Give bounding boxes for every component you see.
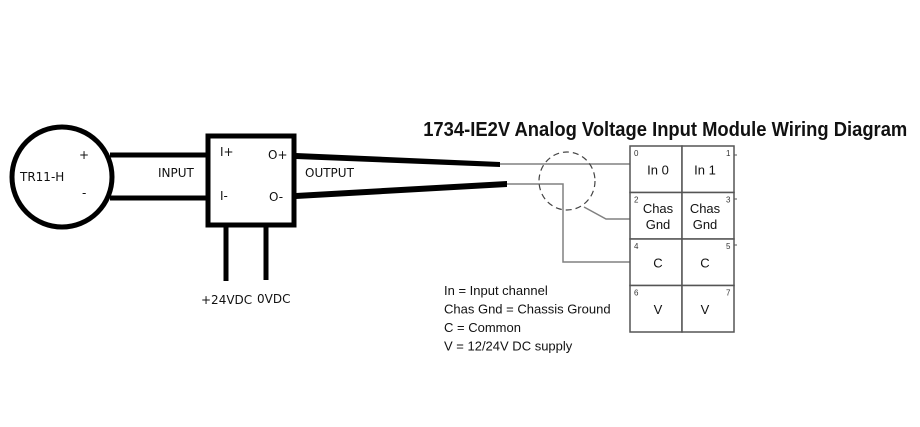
- input-label: INPUT: [158, 166, 195, 180]
- terminal-number: 0: [634, 149, 639, 158]
- supply-positive-label: +24VDC: [201, 293, 252, 307]
- cable-shield-circle: [538, 151, 596, 211]
- lead-common: [507, 183, 630, 263]
- terminal-cell-border: [629, 284, 683, 333]
- terminal-cell-7: 7V: [681, 284, 735, 333]
- terminal-i-plus: I+: [220, 145, 234, 159]
- terminal-cell-border: [629, 238, 683, 287]
- terminal-o-plus: O+: [268, 148, 288, 162]
- output-label: OUTPUT: [305, 166, 355, 180]
- sensor-tr11-h: TR11-H + -: [9, 124, 115, 230]
- converter-box: [205, 133, 297, 228]
- terminal-number: 5: [726, 242, 731, 251]
- terminal-label: In 0: [647, 162, 669, 177]
- legend-item: Chas Gnd = Chassis Ground: [444, 302, 611, 317]
- terminal-label: Gnd: [646, 217, 671, 232]
- lead-chassis-ground: [583, 206, 630, 220]
- terminal-label: Gnd: [693, 217, 718, 232]
- terminal-number: 1: [726, 149, 731, 158]
- sensor-circle: [9, 124, 115, 230]
- terminal-cell-6: 6V: [629, 284, 683, 333]
- terminal-label: V: [701, 302, 710, 317]
- terminal-label: Chas: [643, 201, 674, 216]
- terminal-cell-1: 1 In 1: [681, 145, 735, 194]
- terminal-number: 6: [634, 289, 639, 298]
- output-wires: OUTPUT: [296, 153, 507, 199]
- terminal-cell-border: [681, 191, 735, 240]
- terminal-o-minus: O-: [269, 190, 283, 204]
- terminal-cell-4: 4C: [629, 238, 683, 287]
- legend-item: C = Common: [444, 320, 521, 335]
- terminal-label: V: [654, 302, 663, 317]
- terminal-i-minus: I-: [220, 189, 228, 203]
- terminal-label: Chas: [690, 201, 721, 216]
- terminal-cell-border: [681, 145, 735, 194]
- terminal-label: In 1: [694, 162, 716, 177]
- output-plus-wire: [296, 153, 500, 167]
- sensor-plus-label: +: [79, 148, 89, 162]
- legend-item: V = 12/24V DC supply: [444, 339, 573, 354]
- signal-converter: I+ I- O+ O- +24VDC 0VDC: [201, 133, 297, 307]
- sensor-minus-label: -: [82, 186, 86, 200]
- terminal-label: C: [653, 255, 662, 270]
- terminal-cell-0: 0 In 0: [629, 145, 683, 194]
- sensor-label: TR11-H: [19, 170, 64, 184]
- supply-zero-label: 0VDC: [257, 292, 290, 306]
- terminal-cell-5: 5C: [681, 238, 735, 287]
- terminal-number: 4: [634, 242, 639, 251]
- diagram-title: 1734-IE2V Analog Voltage Input Module Wi…: [423, 119, 907, 141]
- terminal-number: 2: [634, 196, 639, 205]
- legend-item: In = Input channel: [444, 283, 548, 298]
- terminal-number: 3: [726, 196, 731, 205]
- terminal-leads: [500, 163, 630, 263]
- terminal-number: 7: [726, 289, 731, 298]
- input-wires: INPUT: [110, 152, 212, 201]
- output-minus-wire: [296, 181, 507, 199]
- terminal-cell-border: [681, 284, 735, 333]
- terminal-cell-border: [629, 145, 683, 194]
- terminal-label: C: [700, 255, 709, 270]
